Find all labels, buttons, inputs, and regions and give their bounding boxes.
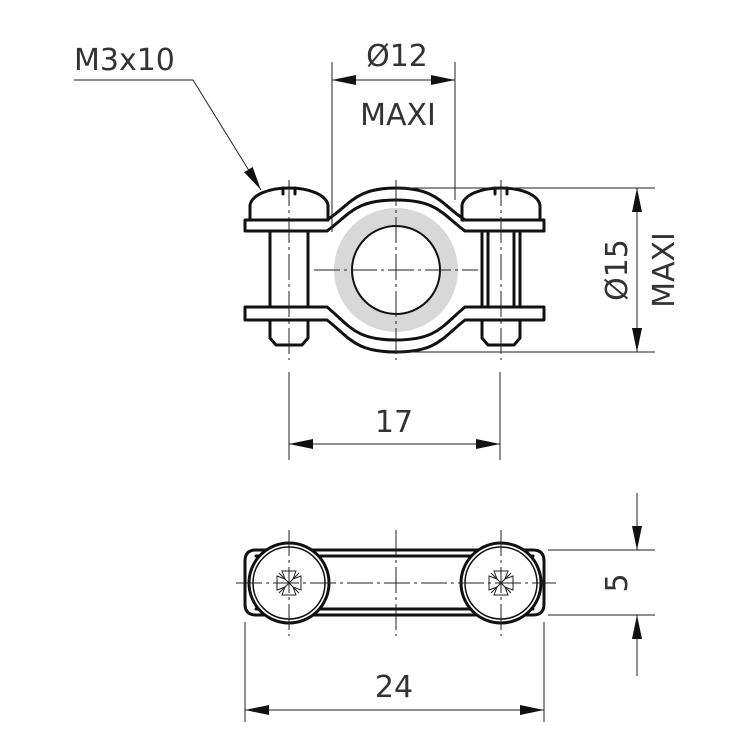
hole-spacing-label: 17	[375, 405, 413, 440]
front-center-lines	[288, 180, 502, 360]
top-diameter-dimension: Ø12 MAXI	[331, 39, 456, 232]
top-diameter-label: Ø12	[366, 39, 428, 74]
thickness-dimension: 5	[548, 493, 655, 676]
top-view: 5 24	[236, 493, 655, 722]
overall-length-label: 24	[375, 670, 413, 705]
lower-strap	[243, 305, 546, 354]
side-diameter-note: MAXI	[647, 232, 682, 308]
hole-spacing-dimension: 17	[288, 372, 501, 460]
top-diameter-note: MAXI	[360, 98, 436, 133]
side-diameter-label: Ø15	[600, 239, 635, 301]
screw-spec-callout: M3x10	[74, 43, 262, 191]
top-center-lines	[236, 530, 556, 636]
strap-outline	[243, 548, 546, 617]
front-view: M3x10 Ø12 MAXI Ø15 MAXI 17	[74, 39, 682, 460]
thickness-label: 5	[600, 573, 635, 592]
overall-length-dimension: 24	[244, 622, 545, 722]
screw-spec-label: M3x10	[74, 43, 175, 78]
side-diameter-dimension: Ø15 MAXI	[396, 187, 682, 353]
upper-strap	[243, 186, 546, 233]
